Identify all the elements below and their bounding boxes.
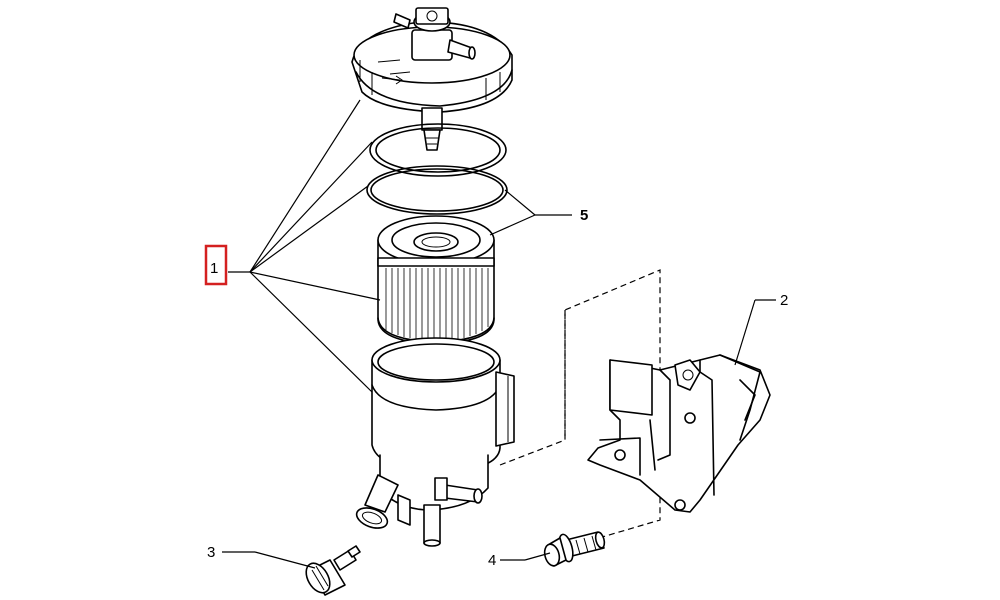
callout-3: 3 [207,544,215,561]
filter-element [377,215,495,345]
callout-1: 1 [210,260,218,277]
filter-cap [351,7,513,151]
filter-pleats [385,268,489,340]
drain-plug [305,545,361,596]
callout-5: 5 [580,207,588,224]
dashed-mounting-outline [499,269,661,546]
callout-1-highlight-box [204,244,228,286]
leader-lines [222,99,776,569]
callout-2: 2 [780,292,788,309]
mounting-bracket [587,354,771,513]
callout-4: 4 [488,552,496,569]
o-ring-upper [369,123,507,177]
o-ring-lower [366,165,508,215]
filter-bowl [355,337,515,547]
bolt [543,531,606,567]
